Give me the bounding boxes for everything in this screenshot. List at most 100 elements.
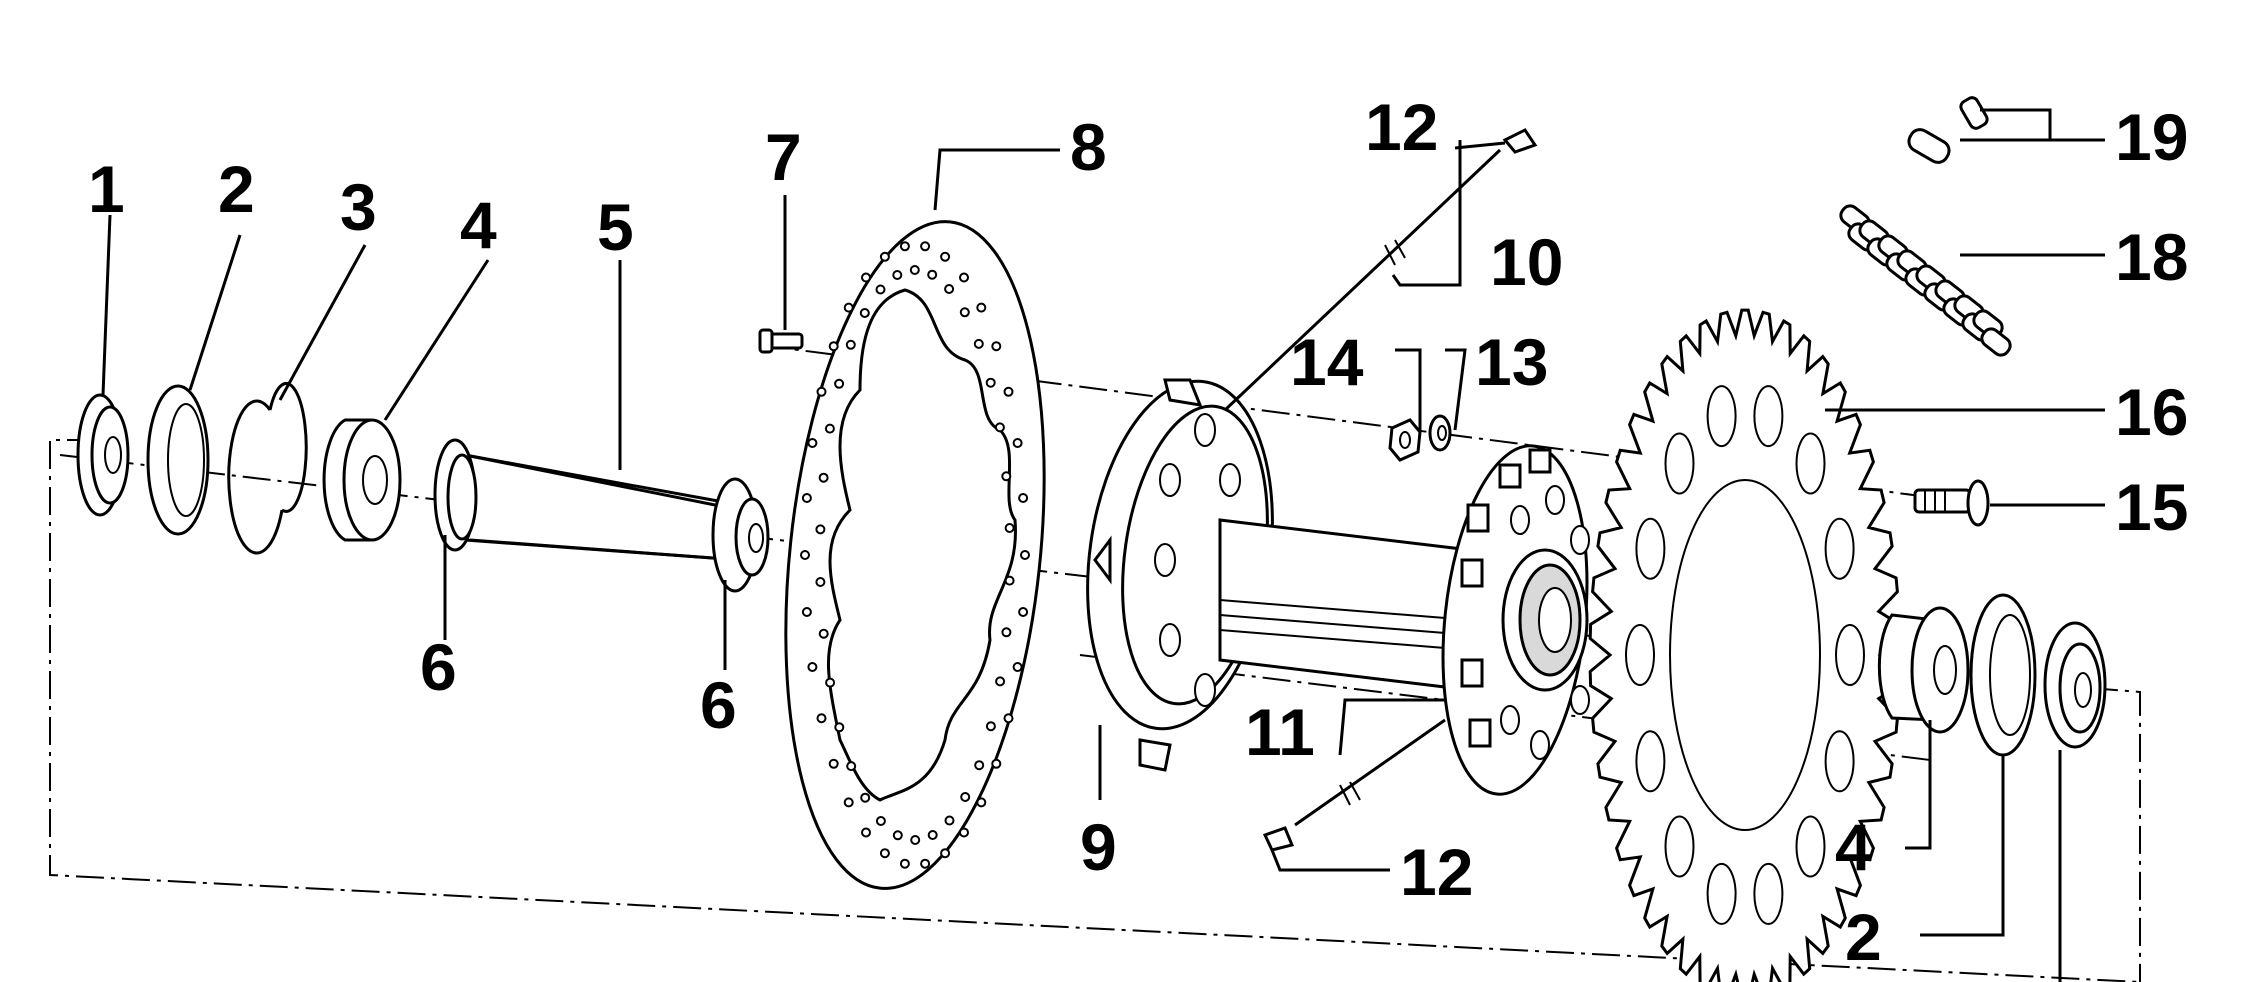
disc-hole	[1004, 575, 1015, 586]
sprocket-window	[1795, 432, 1826, 495]
label-7: 7	[765, 120, 802, 194]
label-9: 9	[1080, 810, 1117, 884]
disc-hole	[801, 607, 812, 617]
sprocket-window	[1706, 385, 1737, 448]
disc-hole	[860, 792, 871, 803]
part-4-bearing-left	[322, 418, 402, 542]
disc-hole	[910, 835, 921, 845]
label-12-bottom: 12	[1400, 835, 1473, 909]
part-12-bolt-top	[1502, 128, 1538, 154]
disc-hole	[976, 302, 987, 313]
part-4-bearing-right	[1877, 606, 1970, 734]
disc-hole	[994, 422, 1005, 433]
disc-hole	[973, 338, 984, 349]
disc-hole	[1018, 607, 1029, 617]
label-8: 8	[1070, 110, 1107, 184]
disc-hole	[834, 722, 845, 733]
disc-hole	[1018, 493, 1029, 503]
disc-hole	[861, 827, 871, 838]
disc-hole	[991, 341, 1002, 352]
label-4-right: 4	[1835, 810, 1872, 884]
label-19: 19	[2115, 100, 2188, 174]
hub-body	[1218, 518, 1472, 692]
sprocket-window	[1795, 815, 1826, 878]
disc-hole	[976, 797, 987, 808]
disc-hole	[944, 284, 955, 294]
part-14-nut	[1388, 418, 1422, 462]
disc-hole	[875, 284, 886, 295]
leader-lines	[101, 108, 2105, 982]
sprocket-window	[1824, 730, 1855, 793]
label-12-top: 12	[1365, 90, 1438, 164]
disc-hole	[995, 676, 1006, 687]
disc-hole	[879, 251, 890, 262]
disc-hole	[985, 377, 996, 388]
disc-hole	[828, 758, 839, 769]
part-7-bolt	[758, 328, 804, 354]
label-4-left: 4	[460, 188, 497, 262]
disc-hole	[816, 713, 827, 724]
disc-hole	[846, 761, 857, 772]
disc-hole	[807, 438, 818, 448]
part-19-master-link	[1907, 96, 1989, 164]
sprocket-window	[1625, 624, 1655, 686]
disc-hole	[807, 662, 818, 672]
disc-hole	[940, 848, 951, 859]
disc-hole	[959, 827, 969, 838]
label-16: 16	[2115, 375, 2188, 449]
part-18-chain	[1839, 204, 2012, 357]
disc-hole	[1003, 713, 1014, 724]
disc-hole	[824, 423, 835, 434]
sprocket-window	[1635, 730, 1666, 793]
part-16-sprocket	[1588, 308, 1902, 982]
part-12-bolt-bottom	[1262, 826, 1295, 852]
disc-hole	[909, 265, 920, 275]
disc-hole	[940, 251, 951, 262]
disc-hole	[991, 758, 1002, 769]
disc-hole	[944, 815, 955, 826]
label-10: 10	[1490, 225, 1563, 299]
disc-hole	[899, 241, 910, 252]
sprocket-window	[1664, 815, 1695, 878]
disc-hole	[892, 270, 903, 280]
part-5-spacer-tube	[433, 438, 770, 593]
disc-hole	[815, 577, 826, 587]
disc-hole	[801, 493, 812, 503]
label-2-right: 2	[1845, 900, 1882, 974]
disc-hole	[815, 524, 826, 535]
disc-hole	[818, 472, 829, 483]
disc-hole	[985, 721, 996, 732]
sprocket-window	[1824, 517, 1855, 580]
disc-hole	[861, 272, 871, 283]
disc-hole	[974, 760, 985, 771]
disc-hole	[875, 816, 886, 826]
seal-right	[2043, 621, 2107, 749]
disc-hole	[1020, 550, 1030, 560]
label-14: 14	[1290, 325, 1364, 399]
label-1: 1	[88, 152, 125, 226]
part-10-rod	[1223, 148, 1502, 412]
label-2-left: 2	[218, 152, 255, 226]
sprocket-window	[1706, 862, 1737, 925]
disc-hole	[959, 307, 970, 318]
disc-holes	[800, 241, 1030, 869]
disc-hole	[800, 550, 810, 560]
disc-hole	[828, 341, 839, 352]
disc-hole	[834, 378, 845, 389]
part-1-seal	[76, 393, 130, 517]
chain-link	[1980, 327, 2012, 357]
label-3: 3	[340, 170, 377, 244]
label-6-left: 6	[420, 630, 457, 704]
disc-hole	[843, 302, 854, 313]
disc-hole	[927, 269, 938, 280]
disc-hole	[1001, 627, 1012, 638]
disc-hole	[959, 272, 969, 283]
sprocket-window	[1664, 432, 1695, 495]
label-11: 11	[1245, 695, 1315, 769]
sprocket-window	[1753, 385, 1784, 448]
label-6-right: 6	[700, 668, 737, 742]
part-labels: 1 2 3 4 5 6 6 7 8 9 10 11 12 12 13 14 15…	[88, 90, 2188, 974]
part-15-bolt	[1913, 479, 1990, 527]
disc-hole	[843, 797, 854, 808]
part-2-ring-right	[1969, 593, 2037, 757]
